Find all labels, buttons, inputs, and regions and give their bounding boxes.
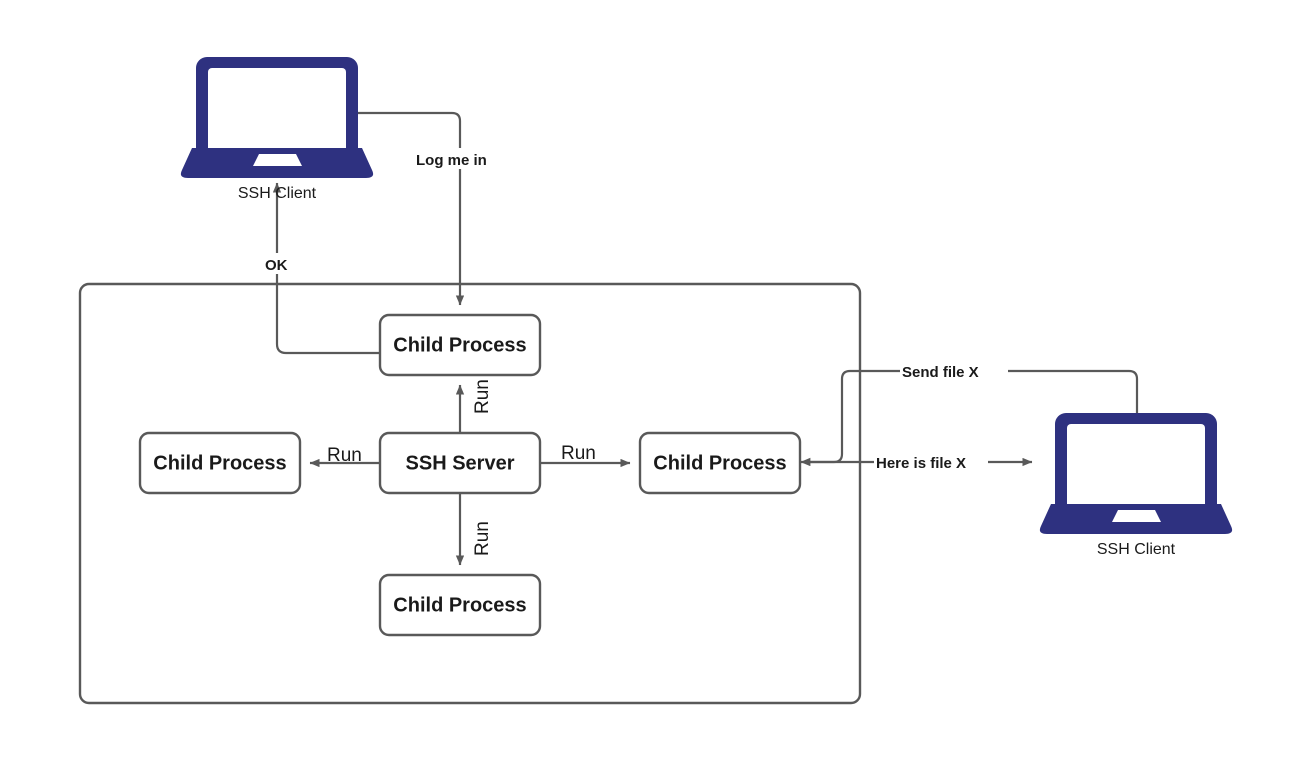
label-backdrop bbox=[263, 253, 295, 274]
node-child-process-top[interactable]: Child Process bbox=[378, 313, 542, 377]
edge-label-log-me-in: Log me in bbox=[415, 148, 531, 169]
device-caption: SSH Client bbox=[1097, 541, 1176, 558]
edge-label-text: Log me in bbox=[416, 152, 487, 169]
laptop-touchpad bbox=[1112, 510, 1161, 522]
edge-label-run-down: Run bbox=[472, 521, 493, 556]
node-box bbox=[378, 313, 542, 377]
edge-label-text: OK bbox=[265, 257, 288, 274]
edge-label-text: Here is file X bbox=[876, 455, 966, 472]
node-box bbox=[638, 431, 802, 495]
node-label: Child Process bbox=[393, 334, 526, 356]
ssh-server-host-boundary bbox=[78, 282, 862, 705]
laptop-screen bbox=[1067, 424, 1205, 508]
node-box bbox=[378, 431, 542, 495]
edge-label-text: Run bbox=[472, 379, 493, 414]
edge-label-ok: OK bbox=[263, 253, 295, 274]
ssh-client-laptop-top[interactable]: SSH Client bbox=[180, 57, 374, 202]
edge-label-send-file-x: Send file X bbox=[900, 361, 1008, 382]
edge-label-text: Send file X bbox=[902, 364, 979, 381]
node-child-process-left[interactable]: Child Process bbox=[138, 431, 302, 495]
label-backdrop bbox=[415, 148, 531, 169]
label-backdrop bbox=[900, 361, 1008, 382]
device-caption: SSH Client bbox=[238, 185, 317, 202]
node-box bbox=[378, 573, 542, 637]
edge-label-run-up: Run bbox=[472, 379, 493, 414]
node-label: Child Process bbox=[393, 594, 526, 616]
edge-label-text: Run bbox=[327, 445, 362, 466]
node-label: SSH Server bbox=[406, 452, 515, 474]
laptop-touchpad bbox=[253, 154, 302, 166]
node-child-process-bottom[interactable]: Child Process bbox=[378, 573, 542, 637]
edge-label-run-right: Run bbox=[561, 443, 596, 464]
node-label: Child Process bbox=[153, 452, 286, 474]
label-backdrop bbox=[874, 452, 988, 473]
node-child-process-right[interactable]: Child Process bbox=[638, 431, 802, 495]
edge-log-me-in bbox=[355, 111, 465, 306]
ssh-client-laptop-right[interactable]: SSH Client bbox=[1039, 413, 1233, 558]
edge-label-text: Run bbox=[561, 443, 596, 464]
laptop-screen bbox=[208, 68, 346, 152]
edge-label-run-left: Run bbox=[327, 445, 362, 466]
edge-ok bbox=[272, 182, 380, 355]
edge-label-text: Run bbox=[472, 521, 493, 556]
node-label: Child Process bbox=[653, 452, 786, 474]
node-ssh-server[interactable]: SSH Server bbox=[378, 431, 542, 495]
laptop-icon bbox=[180, 57, 374, 178]
laptop-icon bbox=[1039, 413, 1233, 534]
node-box bbox=[138, 431, 302, 495]
edge-label-here-is-file-x: Here is file X bbox=[874, 452, 988, 473]
